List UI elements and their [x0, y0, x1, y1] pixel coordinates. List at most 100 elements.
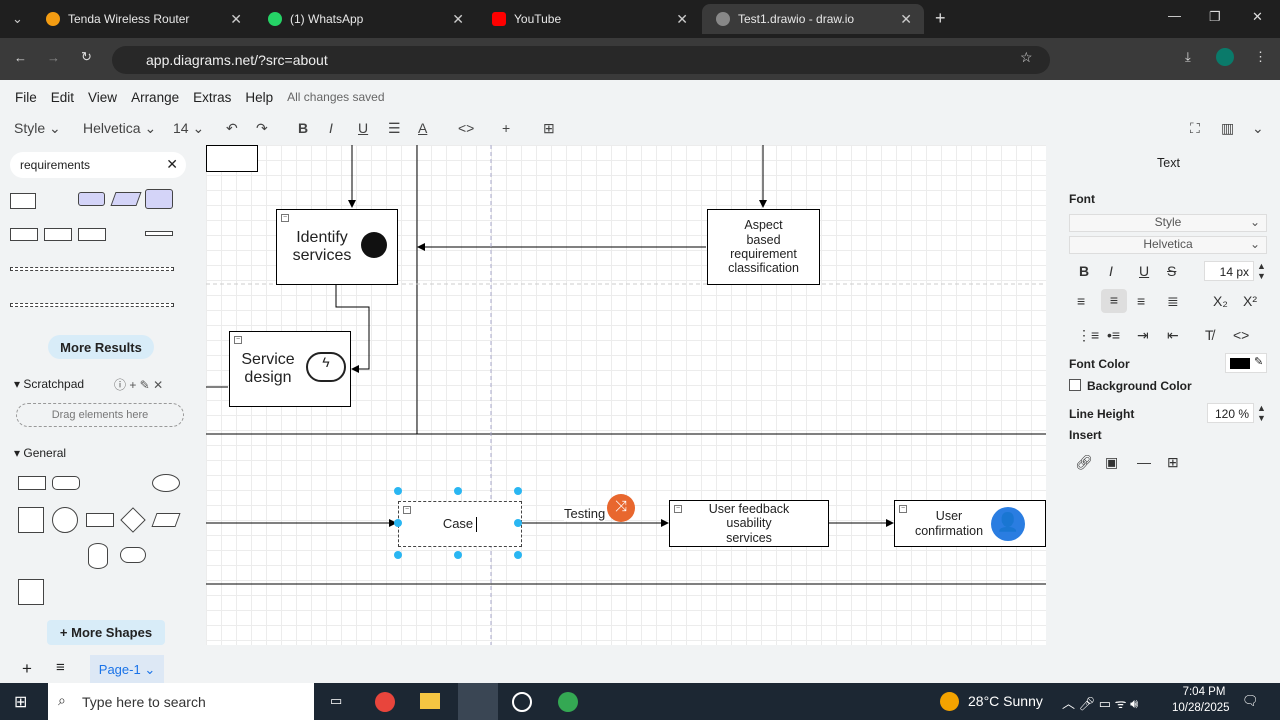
- pages-menu-icon[interactable]: ≡: [56, 659, 65, 676]
- menu-icon[interactable]: ⋮: [1254, 49, 1267, 64]
- shape-thumb[interactable]: [78, 192, 105, 206]
- shape-thumb[interactable]: [145, 189, 173, 209]
- more-shapes-button[interactable]: + More Shapes: [47, 620, 165, 645]
- more-results-button[interactable]: More Results: [48, 335, 154, 359]
- chrome-icon[interactable]: [375, 692, 395, 712]
- italic-icon[interactable]: I: [329, 120, 333, 136]
- clock-time[interactable]: 7:04 PM: [1182, 686, 1226, 698]
- notifications-icon[interactable]: 🗨︎: [1242, 693, 1259, 708]
- shape-thumb[interactable]: [78, 228, 106, 241]
- scratchpad-header[interactable]: ▾ Scratchpad: [14, 377, 85, 391]
- line-height-input[interactable]: 120 %: [1207, 403, 1254, 423]
- close-icon[interactable]: ✕: [900, 10, 912, 27]
- collapse-icon[interactable]: −: [674, 505, 682, 513]
- menu-file[interactable]: File: [15, 89, 37, 105]
- restore-icon[interactable]: ❐: [1209, 9, 1221, 24]
- align-center-icon[interactable]: ≡: [1101, 289, 1127, 313]
- collapse-icon[interactable]: −: [899, 505, 907, 513]
- general-header[interactable]: ▾ General: [14, 446, 67, 460]
- tab-tenda[interactable]: Tenda Wireless Router✕: [32, 4, 254, 34]
- parallelogram-shape[interactable]: [151, 513, 181, 527]
- fullscreen-icon[interactable]: ⛶: [1190, 120, 1200, 136]
- shape-thumb-row[interactable]: [10, 267, 174, 271]
- weather-text[interactable]: 28°C Sunny: [968, 693, 1043, 709]
- window-close-icon[interactable]: ✕: [1252, 9, 1263, 24]
- background-color-checkbox[interactable]: [1069, 379, 1081, 391]
- font-size-stepper[interactable]: ▲▼: [1257, 261, 1266, 281]
- image-icon[interactable]: ▣: [1105, 454, 1119, 470]
- partial-node[interactable]: [206, 145, 258, 172]
- collapse-icon[interactable]: −: [234, 336, 242, 344]
- subscript-icon[interactable]: X₂: [1213, 293, 1228, 309]
- insert-icon[interactable]: +: [502, 120, 511, 136]
- shape-thumb[interactable]: [44, 228, 72, 241]
- cloud-shape[interactable]: [120, 547, 146, 563]
- node-user-confirmation[interactable]: −User confirmation👤: [894, 500, 1046, 547]
- menu-edit[interactable]: Edit: [50, 89, 75, 105]
- new-tab-icon[interactable]: +: [935, 8, 946, 28]
- back-icon[interactable]: ←: [14, 50, 27, 65]
- close-icon[interactable]: ✕: [230, 10, 242, 27]
- shape-thumb[interactable]: [145, 231, 173, 236]
- font-color-icon[interactable]: A: [418, 120, 428, 136]
- node-label[interactable]: Case: [442, 515, 474, 531]
- style-dropdown[interactable]: Style ⌄: [14, 120, 61, 136]
- forward-icon[interactable]: →: [47, 50, 60, 65]
- clock-date[interactable]: 10/28/2025: [1172, 702, 1230, 714]
- style-select[interactable]: Style⌄: [1069, 214, 1267, 232]
- diamond-shape[interactable]: [120, 507, 146, 533]
- windows-start-icon[interactable]: ⊞: [14, 694, 28, 711]
- square-shape[interactable]: [18, 507, 44, 533]
- page-tab[interactable]: Page-1 ⌄: [90, 655, 164, 683]
- task-view-icon[interactable]: ▭: [330, 693, 343, 708]
- node-aspect-classification[interactable]: Aspect based requirement classification: [707, 209, 820, 285]
- align-right-icon[interactable]: ≡: [1137, 293, 1146, 309]
- resize-handle[interactable]: [394, 551, 402, 559]
- table-icon[interactable]: ⊞: [1167, 454, 1179, 470]
- undo-icon[interactable]: ↶: [226, 120, 238, 136]
- underline-icon[interactable]: U: [1139, 263, 1150, 279]
- chrome-active-taskbar[interactable]: [458, 683, 498, 720]
- align-left-icon[interactable]: ≡: [1077, 293, 1086, 309]
- redo-icon[interactable]: ↷: [256, 120, 268, 136]
- resize-handle[interactable]: [514, 487, 522, 495]
- justify-icon[interactable]: ≣: [1167, 293, 1179, 309]
- collapse-icon[interactable]: −: [403, 506, 411, 514]
- superscript-icon[interactable]: X²: [1243, 293, 1257, 309]
- taskbar-search[interactable]: ⌕Type here to search: [48, 683, 314, 720]
- menu-extras[interactable]: Extras: [193, 89, 232, 105]
- font-color-picker[interactable]: ✎: [1225, 353, 1267, 373]
- node-user-feedback[interactable]: −User feedback usability services: [669, 500, 829, 547]
- file-explorer-icon[interactable]: [420, 693, 440, 709]
- rounded-rectangle-shape[interactable]: [52, 476, 80, 490]
- size-dropdown[interactable]: 14 ⌄: [173, 120, 205, 136]
- font-size-input[interactable]: 14 px: [1204, 261, 1254, 281]
- menu-arrange[interactable]: Arrange: [131, 89, 180, 105]
- clear-format-icon[interactable]: T̸: [1205, 327, 1214, 343]
- menu-help[interactable]: Help: [245, 89, 274, 105]
- menu-view[interactable]: View: [88, 89, 118, 105]
- process-shape[interactable]: [86, 513, 114, 527]
- tab-youtube[interactable]: YouTube✕: [478, 4, 700, 34]
- table-icon[interactable]: ⊞: [543, 120, 555, 136]
- add-page-icon[interactable]: +: [22, 659, 32, 678]
- rectangle-shape[interactable]: [18, 476, 46, 490]
- chrome-profile-icon[interactable]: [558, 692, 578, 712]
- collapse-icon[interactable]: −: [281, 214, 289, 222]
- cylinder-shape[interactable]: [88, 543, 108, 569]
- scratchpad-actions[interactable]: ⓘ + ✎ ✕: [114, 378, 164, 392]
- close-icon[interactable]: ✕: [676, 10, 688, 27]
- shape-thumb-row[interactable]: [10, 303, 174, 307]
- outdent-icon[interactable]: ⇤: [1167, 327, 1179, 343]
- shape-thumb[interactable]: [10, 193, 36, 209]
- bookmark-star-icon[interactable]: ☆: [1020, 49, 1033, 65]
- line-height-stepper[interactable]: ▲▼: [1257, 403, 1266, 423]
- html-icon[interactable]: <>: [1233, 327, 1250, 343]
- close-icon[interactable]: ✕: [452, 10, 464, 27]
- horizontal-rule-icon[interactable]: —: [1137, 454, 1151, 470]
- eyedropper-icon[interactable]: ✎: [1254, 356, 1264, 368]
- collapse-icon[interactable]: ⌄: [1252, 120, 1264, 136]
- resize-handle[interactable]: [514, 551, 522, 559]
- tab-list-icon[interactable]: ⌄: [12, 11, 23, 26]
